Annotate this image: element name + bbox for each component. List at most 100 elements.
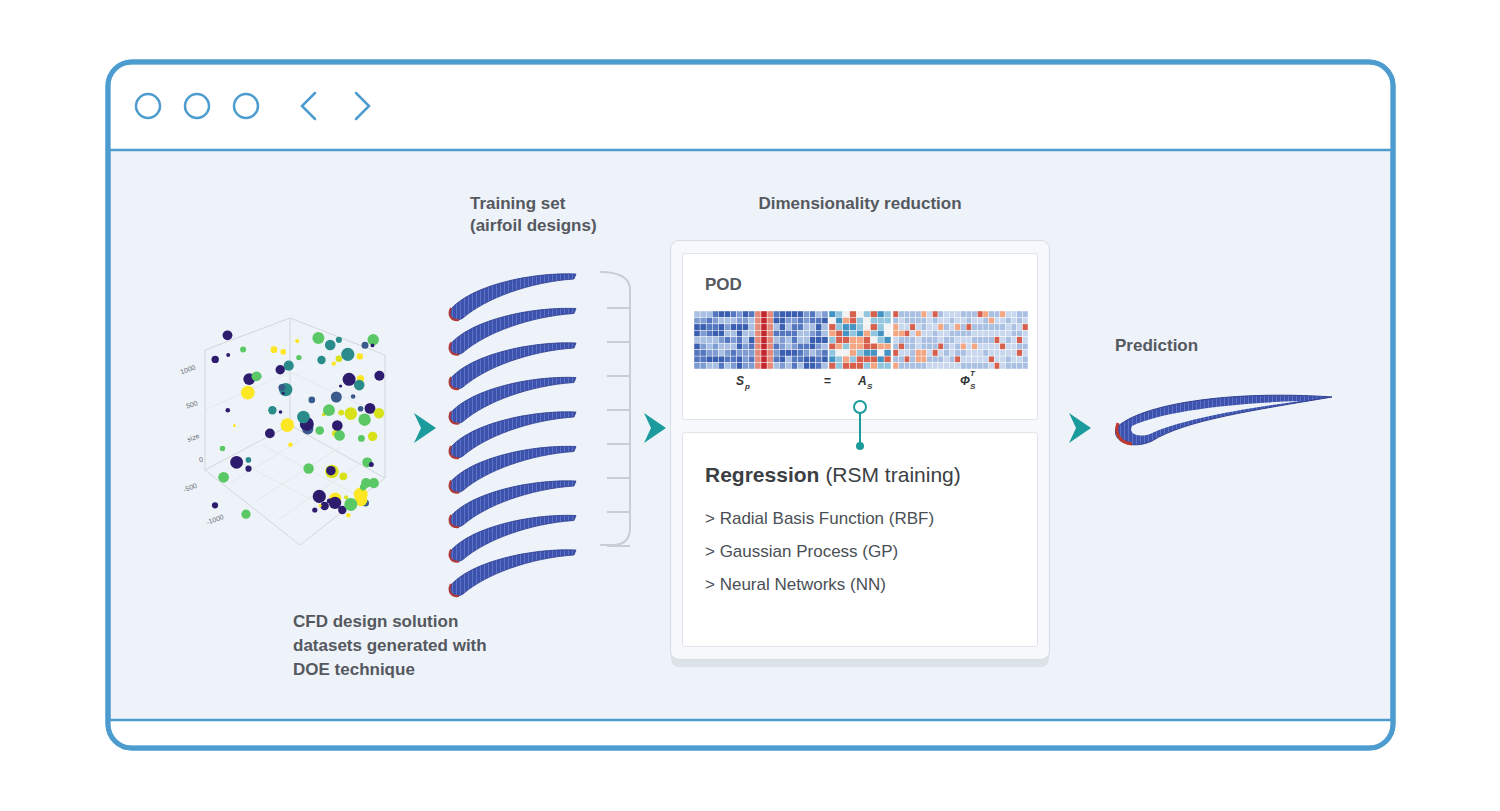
scatter-dot	[339, 472, 347, 480]
panel-card: POD Regression(RSM training) > Radial Basi…	[670, 190, 1060, 668]
airfoil	[449, 550, 576, 596]
flow-arrow	[644, 413, 666, 443]
math-subscript: S	[867, 382, 872, 391]
method-item: > Gaussian Process (GP)	[705, 542, 898, 562]
scatter-dot	[326, 466, 336, 476]
airfoil-stack	[449, 274, 576, 596]
bracket-tick	[607, 341, 630, 343]
regression-subtitle: (RSM training)	[825, 463, 960, 487]
scatter-dot	[281, 418, 295, 432]
scatter-dot	[354, 380, 365, 391]
scatter-dot	[339, 384, 342, 387]
airfoil-edge	[450, 308, 459, 320]
scatter-dot	[331, 392, 342, 403]
scatter-dot	[374, 371, 384, 381]
bracket-tick	[607, 545, 630, 547]
scatter-dot	[212, 356, 219, 363]
math-symbol: A	[858, 374, 867, 388]
scatter-dot	[368, 432, 377, 441]
method-item: > Radial Basis Function (RBF)	[705, 509, 934, 529]
scatter-dot	[343, 373, 356, 386]
scatter-dot	[303, 463, 313, 473]
math-superscript: T	[970, 369, 975, 378]
scatter-dot	[252, 371, 262, 381]
scatter-dot	[268, 406, 276, 414]
math-symbol: =	[824, 374, 831, 388]
scatter-dot	[245, 466, 251, 472]
scatter-dot	[271, 346, 278, 353]
scatter-dot	[365, 403, 376, 414]
scatter-dot	[319, 504, 322, 507]
scatter-dot	[226, 353, 230, 357]
regression-heading-row: Regression(RSM training)	[705, 463, 961, 487]
airfoil-edge	[450, 377, 459, 389]
regression-title: Regression	[705, 463, 819, 487]
scatter-dot	[341, 348, 354, 361]
scatter-dot	[315, 426, 324, 435]
window-frame	[108, 62, 1393, 748]
scatter-dot	[362, 342, 369, 349]
caption-text: CFD design solution datasets generated w…	[293, 610, 488, 682]
scatter-dot	[312, 332, 324, 344]
scatter-dot	[265, 429, 275, 439]
scatter-dot	[371, 344, 375, 348]
scatter-dot	[218, 472, 229, 483]
scatter-dot	[346, 513, 351, 518]
scatter-dot	[312, 507, 317, 512]
scatter-dot	[246, 457, 252, 463]
scatter-dot	[344, 498, 357, 511]
window-dot	[234, 94, 258, 118]
airfoil-edge	[450, 515, 459, 527]
scatter-dot	[317, 356, 325, 364]
bracket-tick	[607, 511, 630, 513]
training-set: Training set (airfoil designs)	[440, 190, 640, 585]
bracket-ticks	[607, 308, 630, 546]
scatter-dot	[241, 386, 255, 400]
bracket	[600, 272, 630, 545]
heading-text: POD	[705, 274, 742, 296]
scatter-dot	[360, 484, 367, 491]
scatter-dot	[241, 510, 250, 519]
scatter-dot	[332, 361, 336, 365]
heading-text: Dimensionality reduction	[670, 193, 1050, 215]
heading-text: Prediction	[1115, 335, 1198, 357]
airfoil-edge	[450, 550, 459, 562]
bracket-tick	[607, 409, 630, 411]
scatter-dot	[358, 435, 365, 442]
scatter-dot	[334, 430, 345, 441]
scatter-dot	[226, 408, 231, 413]
scatter-dot	[357, 353, 363, 359]
flow-arrow	[414, 413, 436, 443]
bracket-tick	[607, 477, 630, 479]
scatter-dot	[297, 411, 310, 424]
scatter-dot	[233, 424, 236, 427]
airfoil-edge	[450, 584, 459, 596]
scatter-dot	[230, 456, 243, 469]
scatter-dot	[325, 465, 339, 479]
scatter-dot	[313, 490, 326, 503]
scatter-dot	[369, 462, 374, 467]
window-dot	[136, 94, 160, 118]
airfoil-edge	[450, 412, 459, 424]
airfoil-edge	[450, 481, 459, 493]
scatter-dot	[345, 407, 358, 420]
method-item: > Neural Networks (NN)	[705, 575, 886, 595]
scatter-dot	[374, 408, 384, 418]
dataset-plot: CFD design solution datasets generated w…	[170, 320, 410, 690]
predicted-airfoil	[1115, 395, 1332, 445]
scatter-dot	[240, 346, 246, 352]
math-symbol: S	[736, 374, 744, 388]
window-dot	[185, 94, 209, 118]
scatter-dot	[278, 384, 285, 391]
scatter-dot	[325, 340, 336, 351]
title-bar	[111, 65, 1391, 151]
flow-arrow	[1069, 413, 1091, 443]
scatter-dot	[296, 355, 301, 360]
scatter-dot	[358, 414, 370, 426]
scatter-dot	[282, 392, 285, 395]
scatter-dot	[212, 502, 218, 508]
scatter-dot	[336, 355, 343, 362]
scatter-dot	[220, 446, 225, 451]
bracket-tick	[607, 375, 630, 377]
back-chevron	[302, 93, 315, 119]
